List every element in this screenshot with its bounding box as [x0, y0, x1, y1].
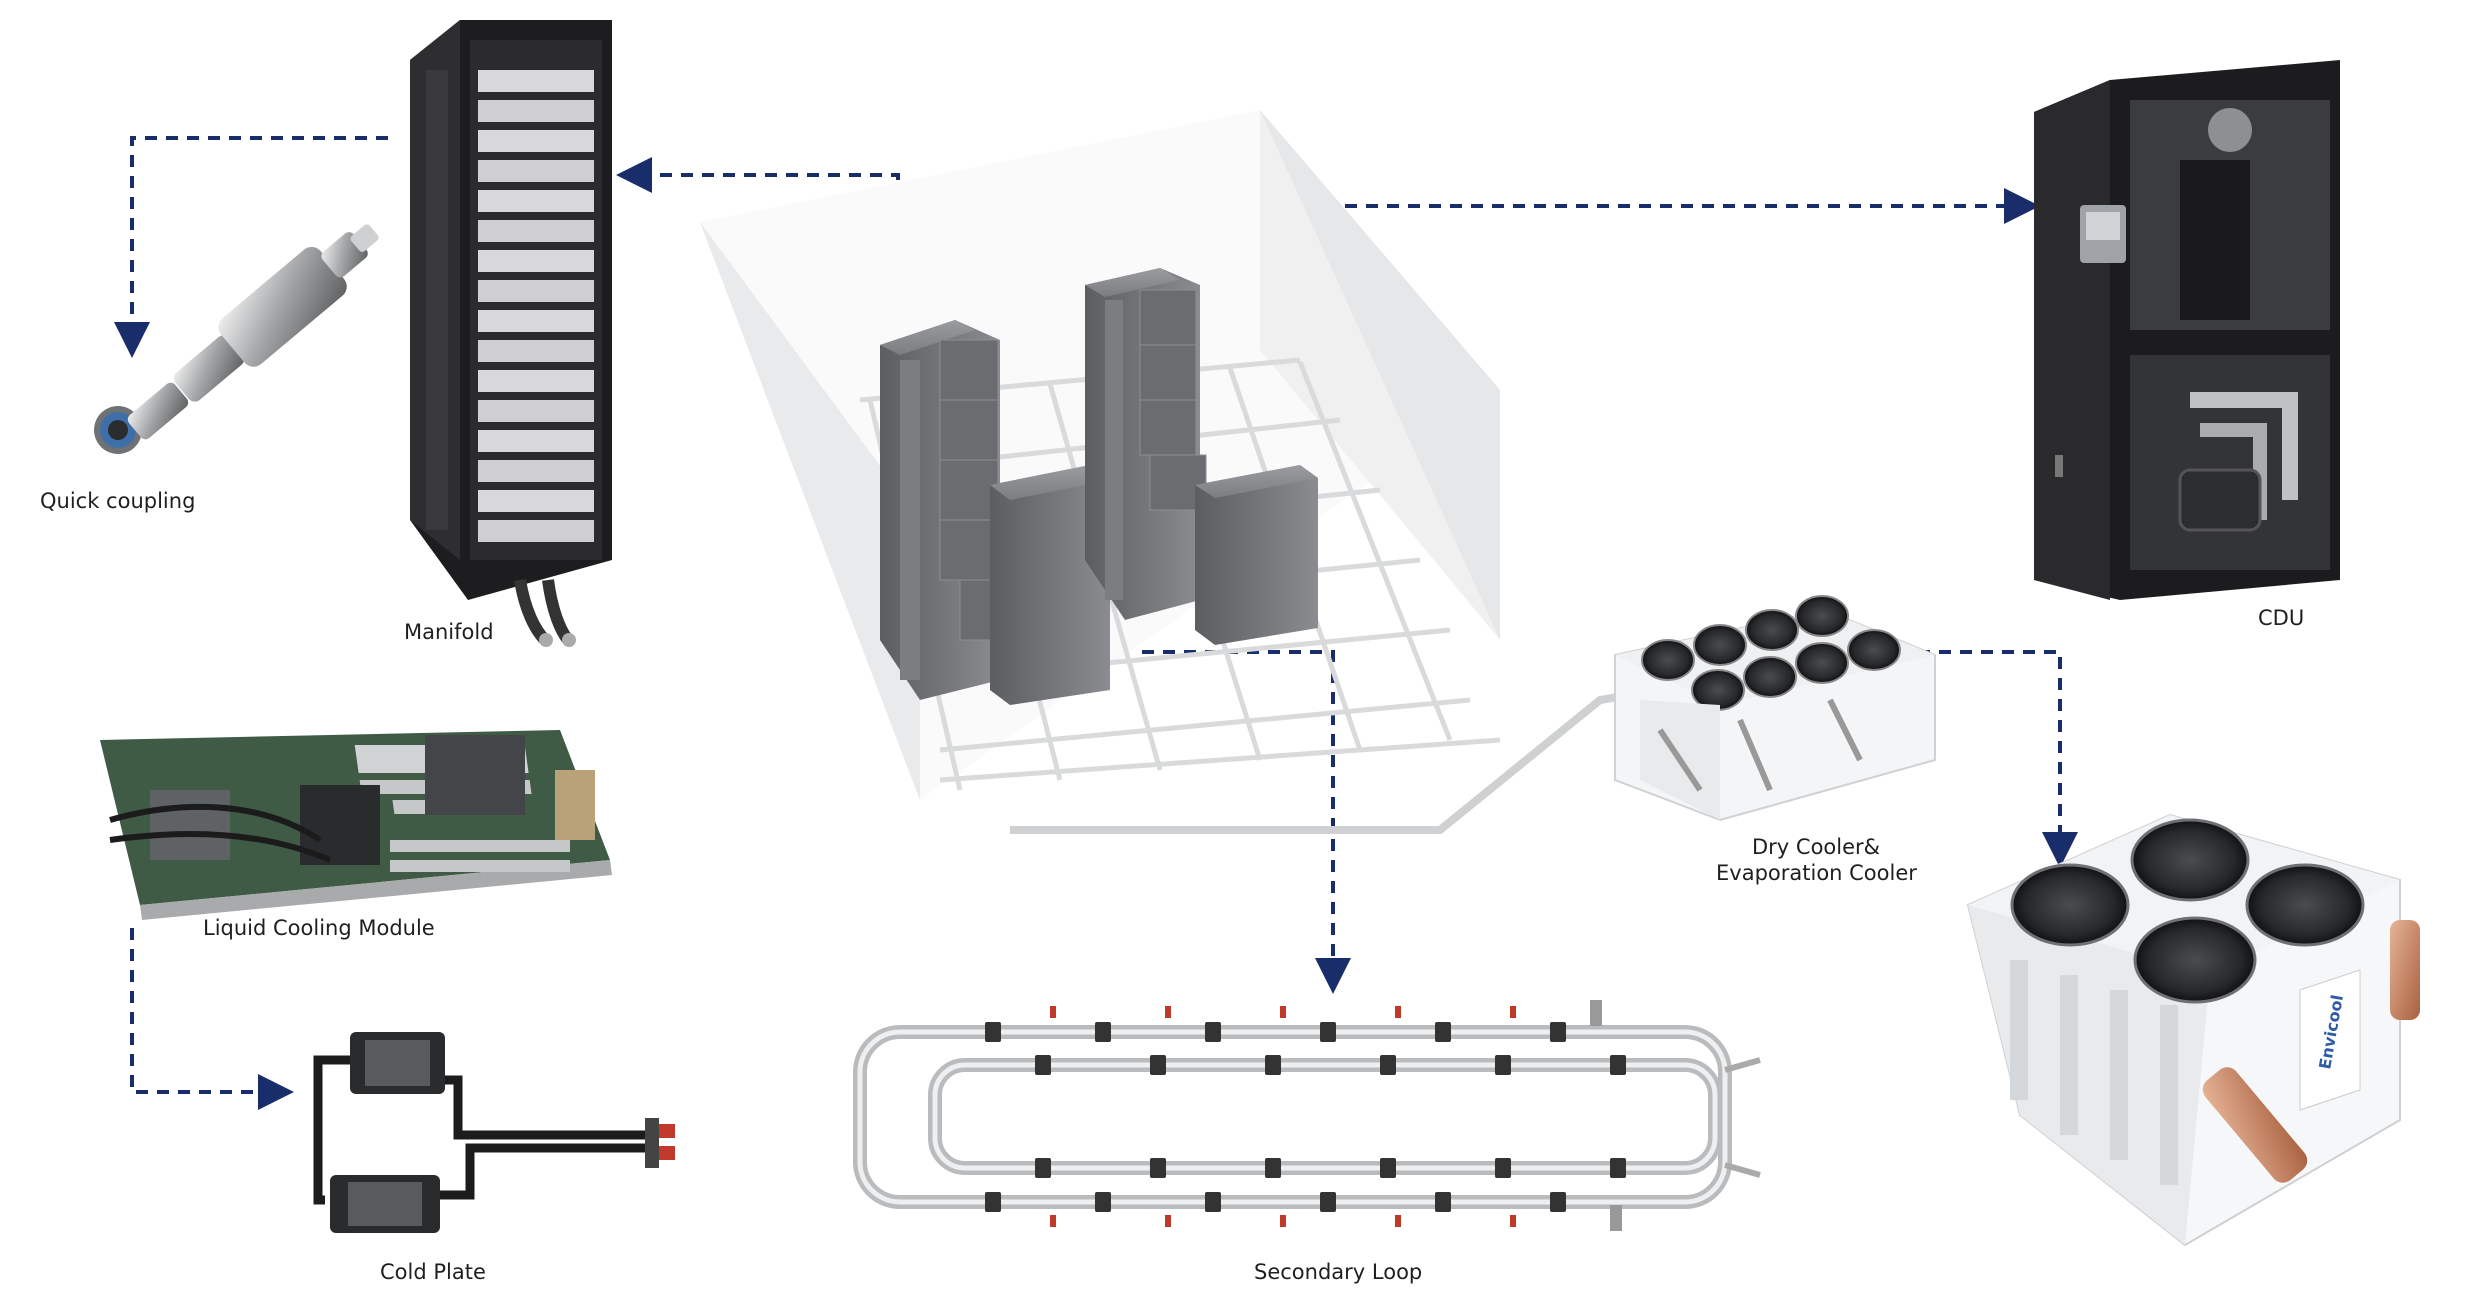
liquid-cooling-module-image [100, 730, 612, 920]
arrow-drycooler-to-evaporation-cooler [1876, 650, 2078, 868]
dry-cooler-label-line2: Evaporation Cooler [1716, 861, 1917, 885]
arrow-module-to-cold-plate [130, 928, 294, 1110]
cold-plate-image [313, 1032, 675, 1233]
secondary-loop-label: Secondary Loop [1254, 1260, 1423, 1284]
cdu-cabinet-image [2034, 60, 2340, 600]
quick-coupling-label: Quick coupling [40, 489, 196, 513]
liquid-cooling-module-label: Liquid Cooling Module [203, 916, 435, 940]
dry-cooler-image [1614, 595, 1936, 822]
cold-plate-label: Cold Plate [380, 1260, 486, 1284]
arrow-room-to-manifold [616, 157, 900, 348]
evaporation-cooler-image: Envicool [1966, 813, 2420, 1247]
secondary-loop-image [853, 1000, 1761, 1231]
data-center-room-image [700, 110, 1661, 834]
arrow-room-to-secondary-loop [1142, 650, 1351, 994]
dry-cooler-label-line1: Dry Cooler& [1752, 835, 1881, 859]
manifold-rack-image [410, 20, 612, 647]
arrow-manifold-to-quick-coupling [114, 136, 388, 358]
manifold-label: Manifold [404, 620, 494, 644]
quick-coupling-image [94, 224, 379, 454]
cdu-label: CDU [2258, 606, 2305, 630]
